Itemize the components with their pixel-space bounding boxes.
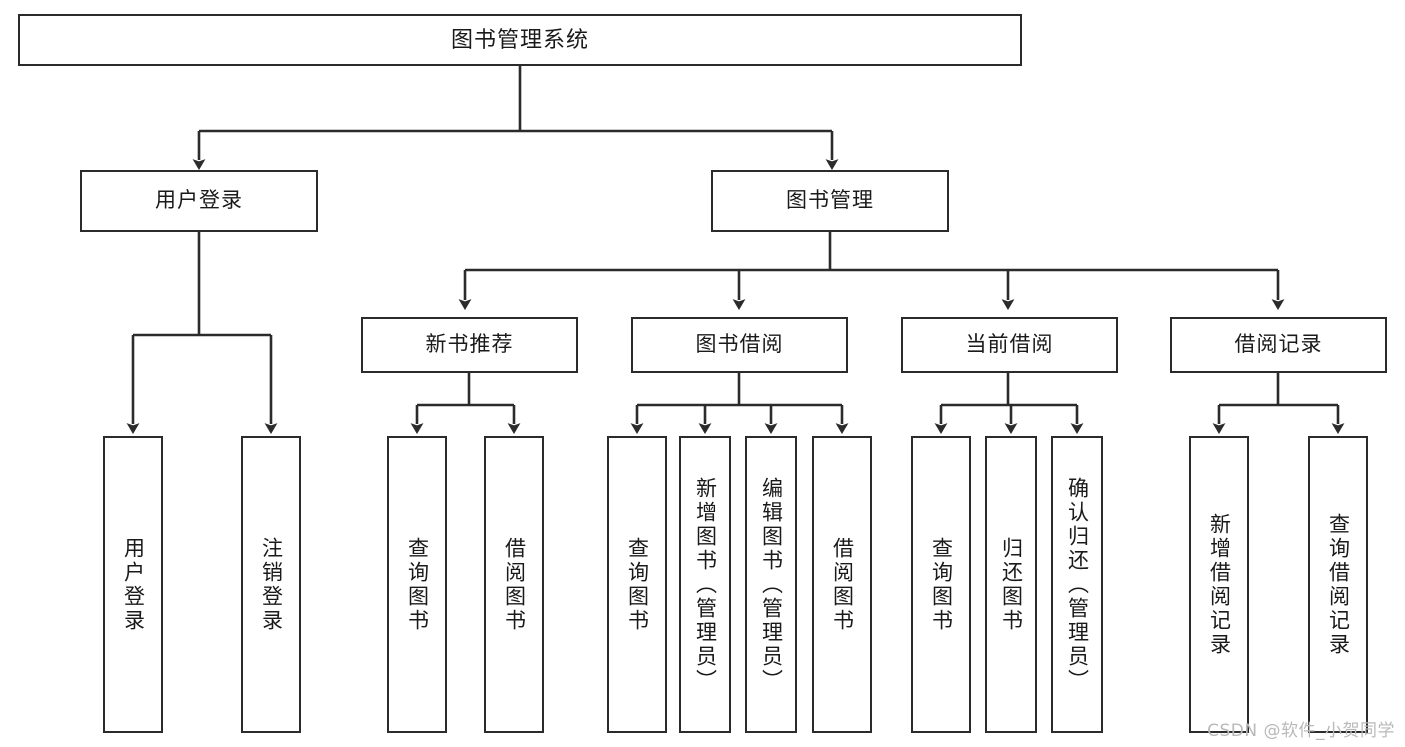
node-root[interactable]: 图书管理系统 bbox=[18, 14, 1022, 66]
node-leaf-query-book-3-label: 查询图书 bbox=[929, 536, 953, 633]
node-leaf-logout[interactable]: 注销登录 bbox=[241, 436, 301, 733]
node-leaf-user-login[interactable]: 用户登录 bbox=[103, 436, 163, 733]
node-leaf-return-book-label: 归还图书 bbox=[999, 536, 1023, 633]
node-current-borrow-label: 当前借阅 bbox=[965, 332, 1054, 356]
node-new-book-recommend[interactable]: 新书推荐 bbox=[361, 317, 578, 373]
node-leaf-add-book-label: 新增图书（管理员） bbox=[693, 476, 717, 693]
node-leaf-query-book-2-label: 查询图书 bbox=[625, 536, 649, 633]
node-leaf-user-login-label: 用户登录 bbox=[121, 536, 145, 633]
node-leaf-confirm-return[interactable]: 确认归还（管理员） bbox=[1051, 436, 1103, 733]
node-book-management-label: 图书管理 bbox=[786, 188, 874, 212]
node-leaf-edit-book-label: 编辑图书（管理员） bbox=[759, 476, 783, 693]
node-leaf-borrow-book-1[interactable]: 借阅图书 bbox=[484, 436, 544, 733]
node-leaf-edit-book[interactable]: 编辑图书（管理员） bbox=[745, 436, 797, 733]
node-leaf-add-borrow-record[interactable]: 新增借阅记录 bbox=[1189, 436, 1249, 733]
node-leaf-query-book-1[interactable]: 查询图书 bbox=[387, 436, 447, 733]
node-leaf-query-borrow-record[interactable]: 查询借阅记录 bbox=[1308, 436, 1368, 733]
node-current-borrow[interactable]: 当前借阅 bbox=[901, 317, 1118, 373]
node-leaf-logout-label: 注销登录 bbox=[259, 536, 283, 633]
node-leaf-query-borrow-record-label: 查询借阅记录 bbox=[1326, 512, 1350, 657]
node-root-label: 图书管理系统 bbox=[450, 27, 589, 53]
node-book-borrow[interactable]: 图书借阅 bbox=[631, 317, 848, 373]
node-borrow-record[interactable]: 借阅记录 bbox=[1170, 317, 1387, 373]
node-leaf-borrow-book-2-label: 借阅图书 bbox=[830, 536, 854, 633]
watermark-text: CSDN @软件_小贺同学 bbox=[1207, 721, 1395, 741]
node-borrow-record-label: 借阅记录 bbox=[1234, 332, 1323, 356]
node-leaf-query-book-3[interactable]: 查询图书 bbox=[911, 436, 971, 733]
node-user-login[interactable]: 用户登录 bbox=[80, 170, 318, 232]
node-leaf-confirm-return-label: 确认归还（管理员） bbox=[1065, 476, 1089, 693]
node-book-management[interactable]: 图书管理 bbox=[711, 170, 949, 232]
node-leaf-add-book[interactable]: 新增图书（管理员） bbox=[679, 436, 731, 733]
node-leaf-query-book-1-label: 查询图书 bbox=[405, 536, 429, 633]
node-user-login-label: 用户登录 bbox=[155, 188, 243, 212]
node-leaf-add-borrow-record-label: 新增借阅记录 bbox=[1207, 512, 1231, 657]
node-leaf-return-book[interactable]: 归还图书 bbox=[985, 436, 1037, 733]
node-leaf-borrow-book-1-label: 借阅图书 bbox=[502, 536, 526, 633]
node-new-book-recommend-label: 新书推荐 bbox=[425, 332, 514, 356]
node-leaf-query-book-2[interactable]: 查询图书 bbox=[607, 436, 667, 733]
node-book-borrow-label: 图书借阅 bbox=[695, 332, 784, 356]
node-leaf-borrow-book-2[interactable]: 借阅图书 bbox=[812, 436, 872, 733]
